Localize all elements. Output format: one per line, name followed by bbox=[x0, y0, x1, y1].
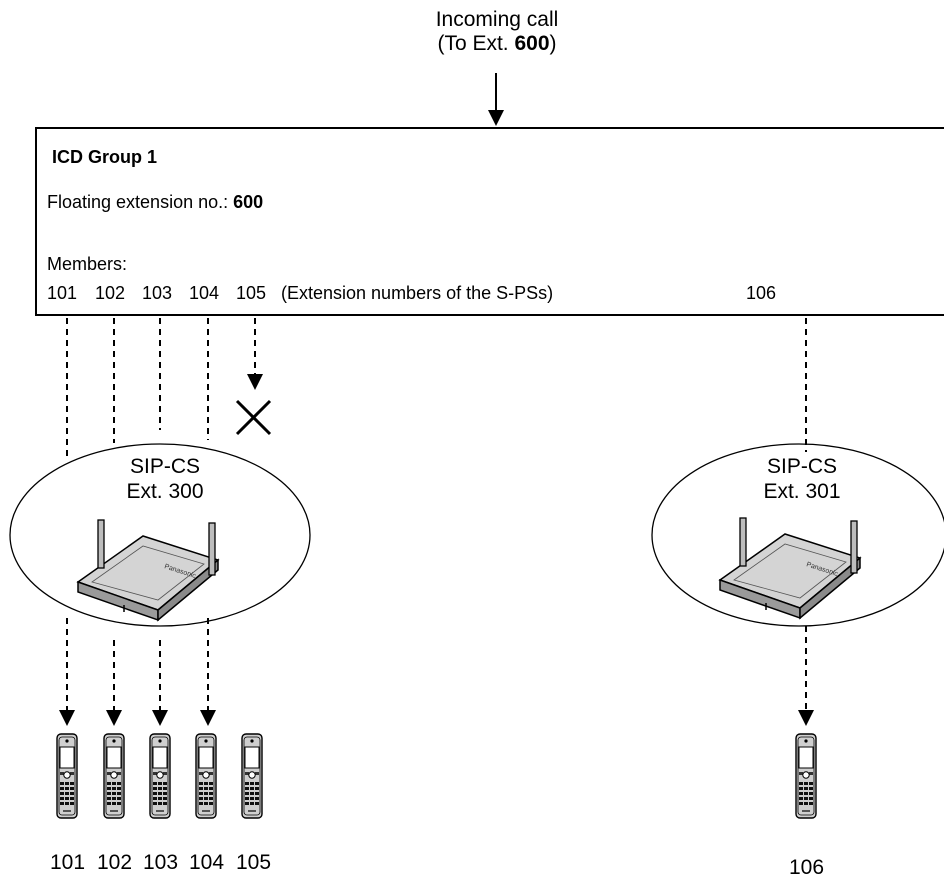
blocked-link-arrowhead bbox=[247, 374, 263, 390]
cell-station-ext: Ext. 300 bbox=[85, 479, 245, 504]
handset-label-103: 103 bbox=[143, 851, 173, 875]
cell-station-name: SIP-CS bbox=[85, 454, 245, 479]
portable-station-icon bbox=[242, 734, 262, 818]
incoming-call-arrow bbox=[488, 73, 504, 126]
handset-links-left bbox=[67, 618, 208, 712]
cell-station-name: SIP-CS bbox=[722, 454, 882, 479]
portable-station-icon bbox=[57, 734, 77, 818]
handset-arrowheads-left bbox=[59, 710, 216, 726]
handset-arrowhead-106 bbox=[798, 710, 814, 726]
handset-label-104: 104 bbox=[189, 851, 219, 875]
cell-station-label-301: SIP-CS Ext. 301 bbox=[722, 454, 882, 504]
member-links-cs300 bbox=[67, 318, 255, 460]
portable-station-icon bbox=[196, 734, 216, 818]
cell-station-label-300: SIP-CS Ext. 300 bbox=[85, 454, 245, 504]
portable-station-icon bbox=[796, 734, 816, 818]
portable-station-icon bbox=[150, 734, 170, 818]
cell-station-ext: Ext. 301 bbox=[722, 479, 882, 504]
cross-icon bbox=[237, 401, 270, 434]
handset-label-106: 106 bbox=[789, 856, 819, 880]
handset-label-105: 105 bbox=[236, 851, 266, 875]
cell-station-icon: Panasonic bbox=[720, 518, 860, 618]
cell-station-icon: Panasonic bbox=[78, 520, 218, 620]
handset-label-102: 102 bbox=[97, 851, 127, 875]
portable-station-icon bbox=[104, 734, 124, 818]
handset-label-101: 101 bbox=[50, 851, 80, 875]
